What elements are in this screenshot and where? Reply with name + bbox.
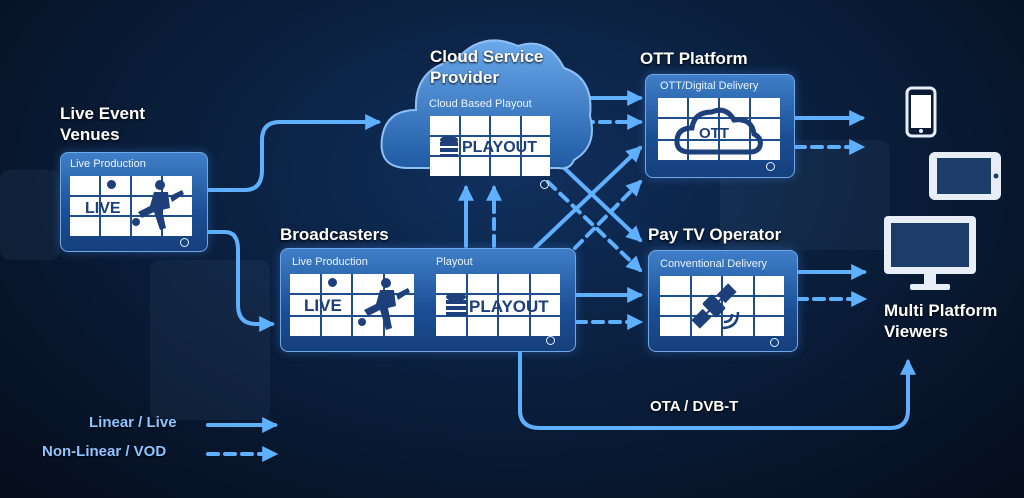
arrow-broadcasters-to-ott-vod — [573, 179, 643, 250]
ott-delivery-label: OTT/Digital Delivery — [660, 80, 759, 92]
ball-icon — [107, 180, 116, 189]
tablet-icon — [929, 152, 1001, 200]
legend-nonlinear-label: Non-Linear / VOD — [42, 443, 167, 460]
venue-live-grid — [70, 176, 192, 236]
broadcaster-live-production-label: Live Production — [292, 256, 368, 268]
arrow-ota — [518, 350, 916, 430]
arrow-cloud-to-paytv-vod — [546, 180, 643, 273]
heading-pay-tv-operator: Pay TV Operator — [648, 225, 782, 244]
database-icon — [440, 136, 458, 157]
football-player-icon — [358, 278, 410, 330]
broadcaster-playout-grid — [436, 274, 560, 336]
power-icon — [546, 336, 555, 345]
satellite-icon — [691, 283, 740, 330]
ott-overlay: OTT — [699, 125, 729, 142]
power-icon — [180, 238, 189, 247]
smartphone-icon — [905, 86, 937, 138]
power-icon — [540, 180, 549, 189]
football-player-icon — [132, 180, 184, 230]
database-icon — [446, 293, 466, 316]
conventional-delivery-label: Conventional Delivery — [660, 258, 767, 270]
venue-live-production-label: Live Production — [70, 158, 146, 170]
heading-live-event-venues: Live Event Venues — [60, 104, 146, 144]
legend-linear-label: Linear / Live — [89, 414, 177, 431]
monitor-icon — [884, 216, 976, 290]
broadcaster-playout-overlay: PLAYOUT — [469, 297, 549, 316]
power-icon — [766, 162, 775, 171]
heading-cloud-service-provider: Cloud Service Provider — [430, 47, 544, 87]
heading-ott-platform: OTT Platform — [640, 49, 748, 68]
ota-label: OTA / DVB-T — [650, 398, 739, 415]
broadcaster-live-overlay: LIVE — [304, 296, 342, 315]
cloud-playout-label: Cloud Based Playout — [429, 98, 532, 110]
arrow-cloud-to-paytv — [556, 160, 643, 243]
cloud-icon — [674, 107, 763, 155]
arrow-venue-to-cloud — [206, 114, 382, 192]
background-decoration — [150, 260, 270, 420]
power-icon — [770, 338, 779, 347]
broadcaster-playout-label: Playout — [436, 256, 473, 268]
heading-broadcasters: Broadcasters — [280, 225, 389, 244]
arrow-broadcasters-to-ott — [533, 145, 643, 250]
cloud-playout-overlay: PLAYOUT — [462, 139, 537, 156]
background-decoration — [0, 170, 60, 260]
ball-icon — [328, 278, 337, 287]
venue-live-overlay: LIVE — [85, 200, 121, 217]
heading-multi-platform-viewers: Multi Platform Viewers — [884, 301, 998, 341]
cloud-playout-grid — [430, 116, 550, 176]
arrow-venue-to-broadcasters — [206, 230, 276, 332]
